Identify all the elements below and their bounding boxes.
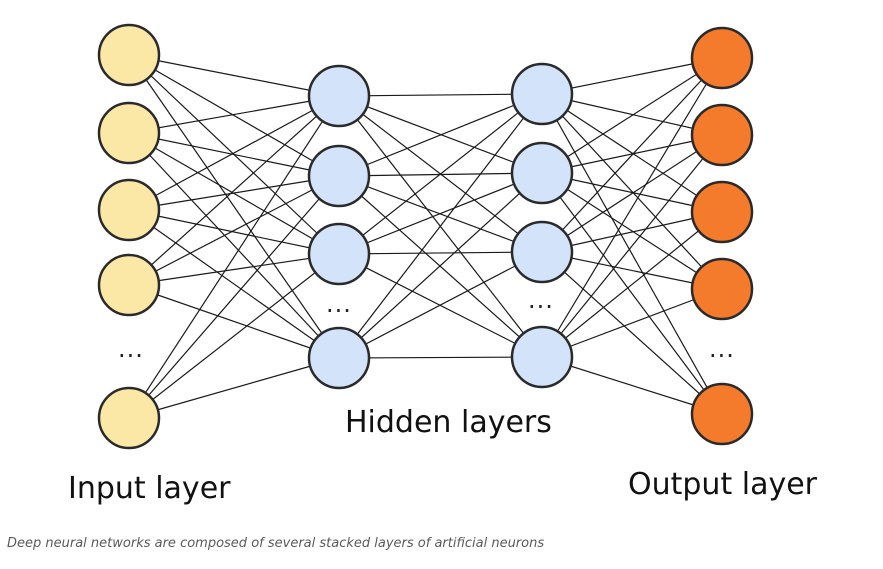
output-layer-label: Output layer bbox=[628, 467, 818, 502]
output-neuron bbox=[690, 382, 754, 446]
connection-line bbox=[128, 209, 340, 255]
connection-line bbox=[128, 209, 340, 359]
connection-line bbox=[128, 54, 340, 97]
input-neuron bbox=[97, 178, 161, 242]
connection-line bbox=[338, 93, 543, 177]
hidden-layers-label: Hidden layers bbox=[345, 405, 552, 440]
input-neuron bbox=[97, 253, 161, 317]
connection-line bbox=[128, 175, 340, 211]
input-neuron bbox=[97, 23, 161, 87]
connection-line bbox=[541, 134, 723, 358]
connection-line bbox=[541, 356, 723, 415]
connection-line bbox=[338, 251, 543, 255]
connection-line bbox=[338, 93, 543, 97]
connection-line bbox=[128, 54, 340, 177]
connection-line bbox=[541, 251, 723, 415]
connection-line bbox=[338, 172, 543, 255]
connection-line bbox=[128, 284, 340, 359]
output-neuron bbox=[690, 26, 754, 90]
hidden2-neuron bbox=[510, 325, 574, 389]
connection-line bbox=[541, 93, 723, 213]
input-layer-label: Input layer bbox=[68, 471, 231, 506]
connection-line bbox=[128, 253, 340, 419]
connection-line bbox=[128, 132, 340, 359]
hidden2-neuron bbox=[510, 62, 574, 126]
hidden1-neuron bbox=[307, 64, 371, 128]
connection-line bbox=[128, 253, 340, 286]
connection-line bbox=[541, 93, 723, 415]
connection-line bbox=[128, 95, 340, 134]
connection-line bbox=[541, 172, 723, 415]
neural-network-diagram: ............ Input layer Hidden layers O… bbox=[68, 23, 818, 506]
connection-line bbox=[338, 175, 543, 358]
hidden1-neuron bbox=[307, 326, 371, 390]
output-ellipsis: ... bbox=[709, 335, 735, 363]
connection-line bbox=[541, 57, 723, 174]
connection-line bbox=[541, 172, 723, 290]
connection-line bbox=[128, 175, 340, 286]
connection-line bbox=[541, 57, 723, 358]
connection-line bbox=[338, 356, 543, 359]
connection-line bbox=[541, 57, 723, 253]
input-neuron bbox=[97, 101, 161, 165]
output-neuron bbox=[690, 180, 754, 244]
connection-line bbox=[338, 93, 543, 359]
connection-line bbox=[541, 211, 723, 358]
connection-line bbox=[128, 357, 340, 419]
ellipsis-markers: ............ bbox=[118, 286, 735, 363]
output-neuron bbox=[690, 103, 754, 167]
connection-line bbox=[128, 54, 340, 359]
connection-line bbox=[128, 132, 340, 177]
connection-line bbox=[338, 93, 543, 255]
connection-line bbox=[541, 134, 723, 253]
hidden2-ellipsis: ... bbox=[528, 286, 554, 314]
neuron-nodes bbox=[97, 23, 754, 450]
figure-caption: Deep neural networks are composed of sev… bbox=[7, 536, 545, 551]
connection-line bbox=[128, 95, 340, 211]
input-ellipsis: ... bbox=[118, 335, 144, 363]
input-neuron bbox=[97, 386, 161, 450]
hidden1-neuron bbox=[307, 144, 371, 208]
connection-line bbox=[128, 175, 340, 419]
connection-line bbox=[338, 251, 543, 359]
connection-line bbox=[541, 288, 723, 358]
connection-lines bbox=[128, 54, 723, 419]
connection-line bbox=[541, 93, 723, 290]
connection-line bbox=[128, 95, 340, 286]
connection-line bbox=[128, 95, 340, 419]
hidden2-neuron bbox=[510, 220, 574, 284]
hidden1-neuron bbox=[307, 222, 371, 286]
connection-line bbox=[338, 172, 543, 359]
hidden2-neuron bbox=[510, 141, 574, 205]
output-neuron bbox=[690, 257, 754, 321]
hidden1-ellipsis: ... bbox=[326, 290, 352, 318]
